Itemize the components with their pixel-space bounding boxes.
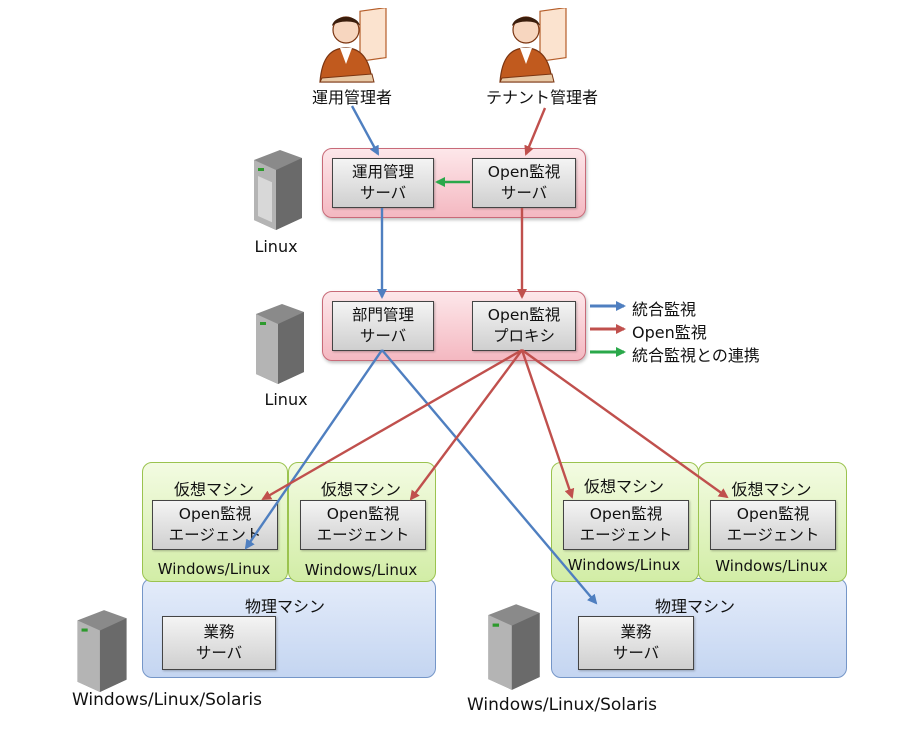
mid-linux-label: Linux	[264, 390, 308, 409]
open-proxy-line2: プロキシ	[492, 327, 555, 345]
bottom-os-right: Windows/Linux/Solaris	[466, 695, 658, 715]
physical-title-right: 物理マシン	[654, 597, 735, 616]
open-monitoring-server: Open監視 サーバ	[472, 158, 576, 208]
operator-person-icon	[312, 8, 392, 84]
vm-title-2: 仮想マシン	[320, 480, 401, 499]
agent-2-line1: Open監視	[326, 505, 400, 523]
legend-link-label: 統合監視との連携	[632, 346, 760, 365]
agent-4-line1: Open監視	[736, 505, 810, 523]
business-server-left: 業務 サーバ	[162, 616, 276, 670]
agent-2-line2: エージェント	[316, 526, 410, 544]
top-linux-label: Linux	[254, 237, 298, 256]
business-server-right-line2: サーバ	[612, 644, 660, 662]
arrow-proxy-to-vm2	[409, 349, 523, 501]
vm-os-1: Windows/Linux	[157, 560, 271, 578]
arrow-proxy-to-vm1	[261, 348, 523, 501]
vm-os-3: Windows/Linux	[567, 556, 681, 574]
ops-server-line2: サーバ	[359, 184, 407, 202]
dept-server-line2: サーバ	[359, 327, 407, 345]
open-server-line2: サーバ	[500, 184, 548, 202]
open-proxy-line1: Open監視	[487, 306, 561, 324]
business-server-right-line1: 業務	[620, 623, 652, 641]
agent-4-line2: エージェント	[726, 526, 820, 544]
dept-server-line1: 部門管理	[351, 306, 414, 324]
legend-integrated-label: 統合監視	[632, 300, 697, 319]
monitoring-agent-3: Open監視 エージェント	[563, 500, 689, 550]
vm-title-4: 仮想マシン	[731, 480, 812, 499]
physical-title-left: 物理マシン	[244, 597, 325, 616]
agent-3-line2: エージェント	[579, 526, 673, 544]
arrow-tenant-to-open	[524, 107, 547, 156]
monitoring-agent-1: Open監視 エージェント	[152, 500, 278, 550]
ops-management-server: 運用管理 サーバ	[332, 158, 434, 208]
vm-title-3: 仮想マシン	[583, 477, 664, 496]
agent-1-line1: Open監視	[178, 505, 252, 523]
ops-server-line1: 運用管理	[351, 163, 414, 181]
business-server-left-line2: サーバ	[195, 644, 243, 662]
open-monitoring-proxy: Open監視 プロキシ	[472, 301, 576, 351]
arrow-operator-to-ops	[350, 105, 380, 156]
vm-title-1: 仮想マシン	[173, 480, 254, 499]
open-server-line1: Open監視	[487, 163, 561, 181]
arrow-dept-to-vm1	[244, 349, 383, 550]
monitoring-agent-4: Open監視 エージェント	[710, 500, 836, 550]
agent-1-line2: エージェント	[168, 526, 262, 544]
dept-management-server: 部門管理 サーバ	[332, 301, 434, 351]
arrow-proxy-to-vm3	[520, 349, 575, 499]
operator-label: 運用管理者	[311, 88, 392, 107]
tenant-admin-person-icon	[492, 8, 572, 84]
business-server-right: 業務 サーバ	[578, 616, 694, 670]
bottom-os-left: Windows/Linux/Solaris	[71, 690, 263, 710]
agent-3-line1: Open監視	[589, 505, 663, 523]
arrow-dept-to-phys-right	[381, 349, 598, 605]
vm-os-4: Windows/Linux	[715, 557, 828, 575]
legend-open-label: Open監視	[632, 323, 707, 342]
arrow-proxy-to-vm4	[521, 349, 729, 499]
monitoring-agent-2: Open監視 エージェント	[300, 500, 426, 550]
tenant-admin-label: テナント管理者	[485, 88, 598, 107]
business-server-left-line1: 業務	[203, 623, 235, 641]
vm-os-2: Windows/Linux	[304, 561, 418, 579]
